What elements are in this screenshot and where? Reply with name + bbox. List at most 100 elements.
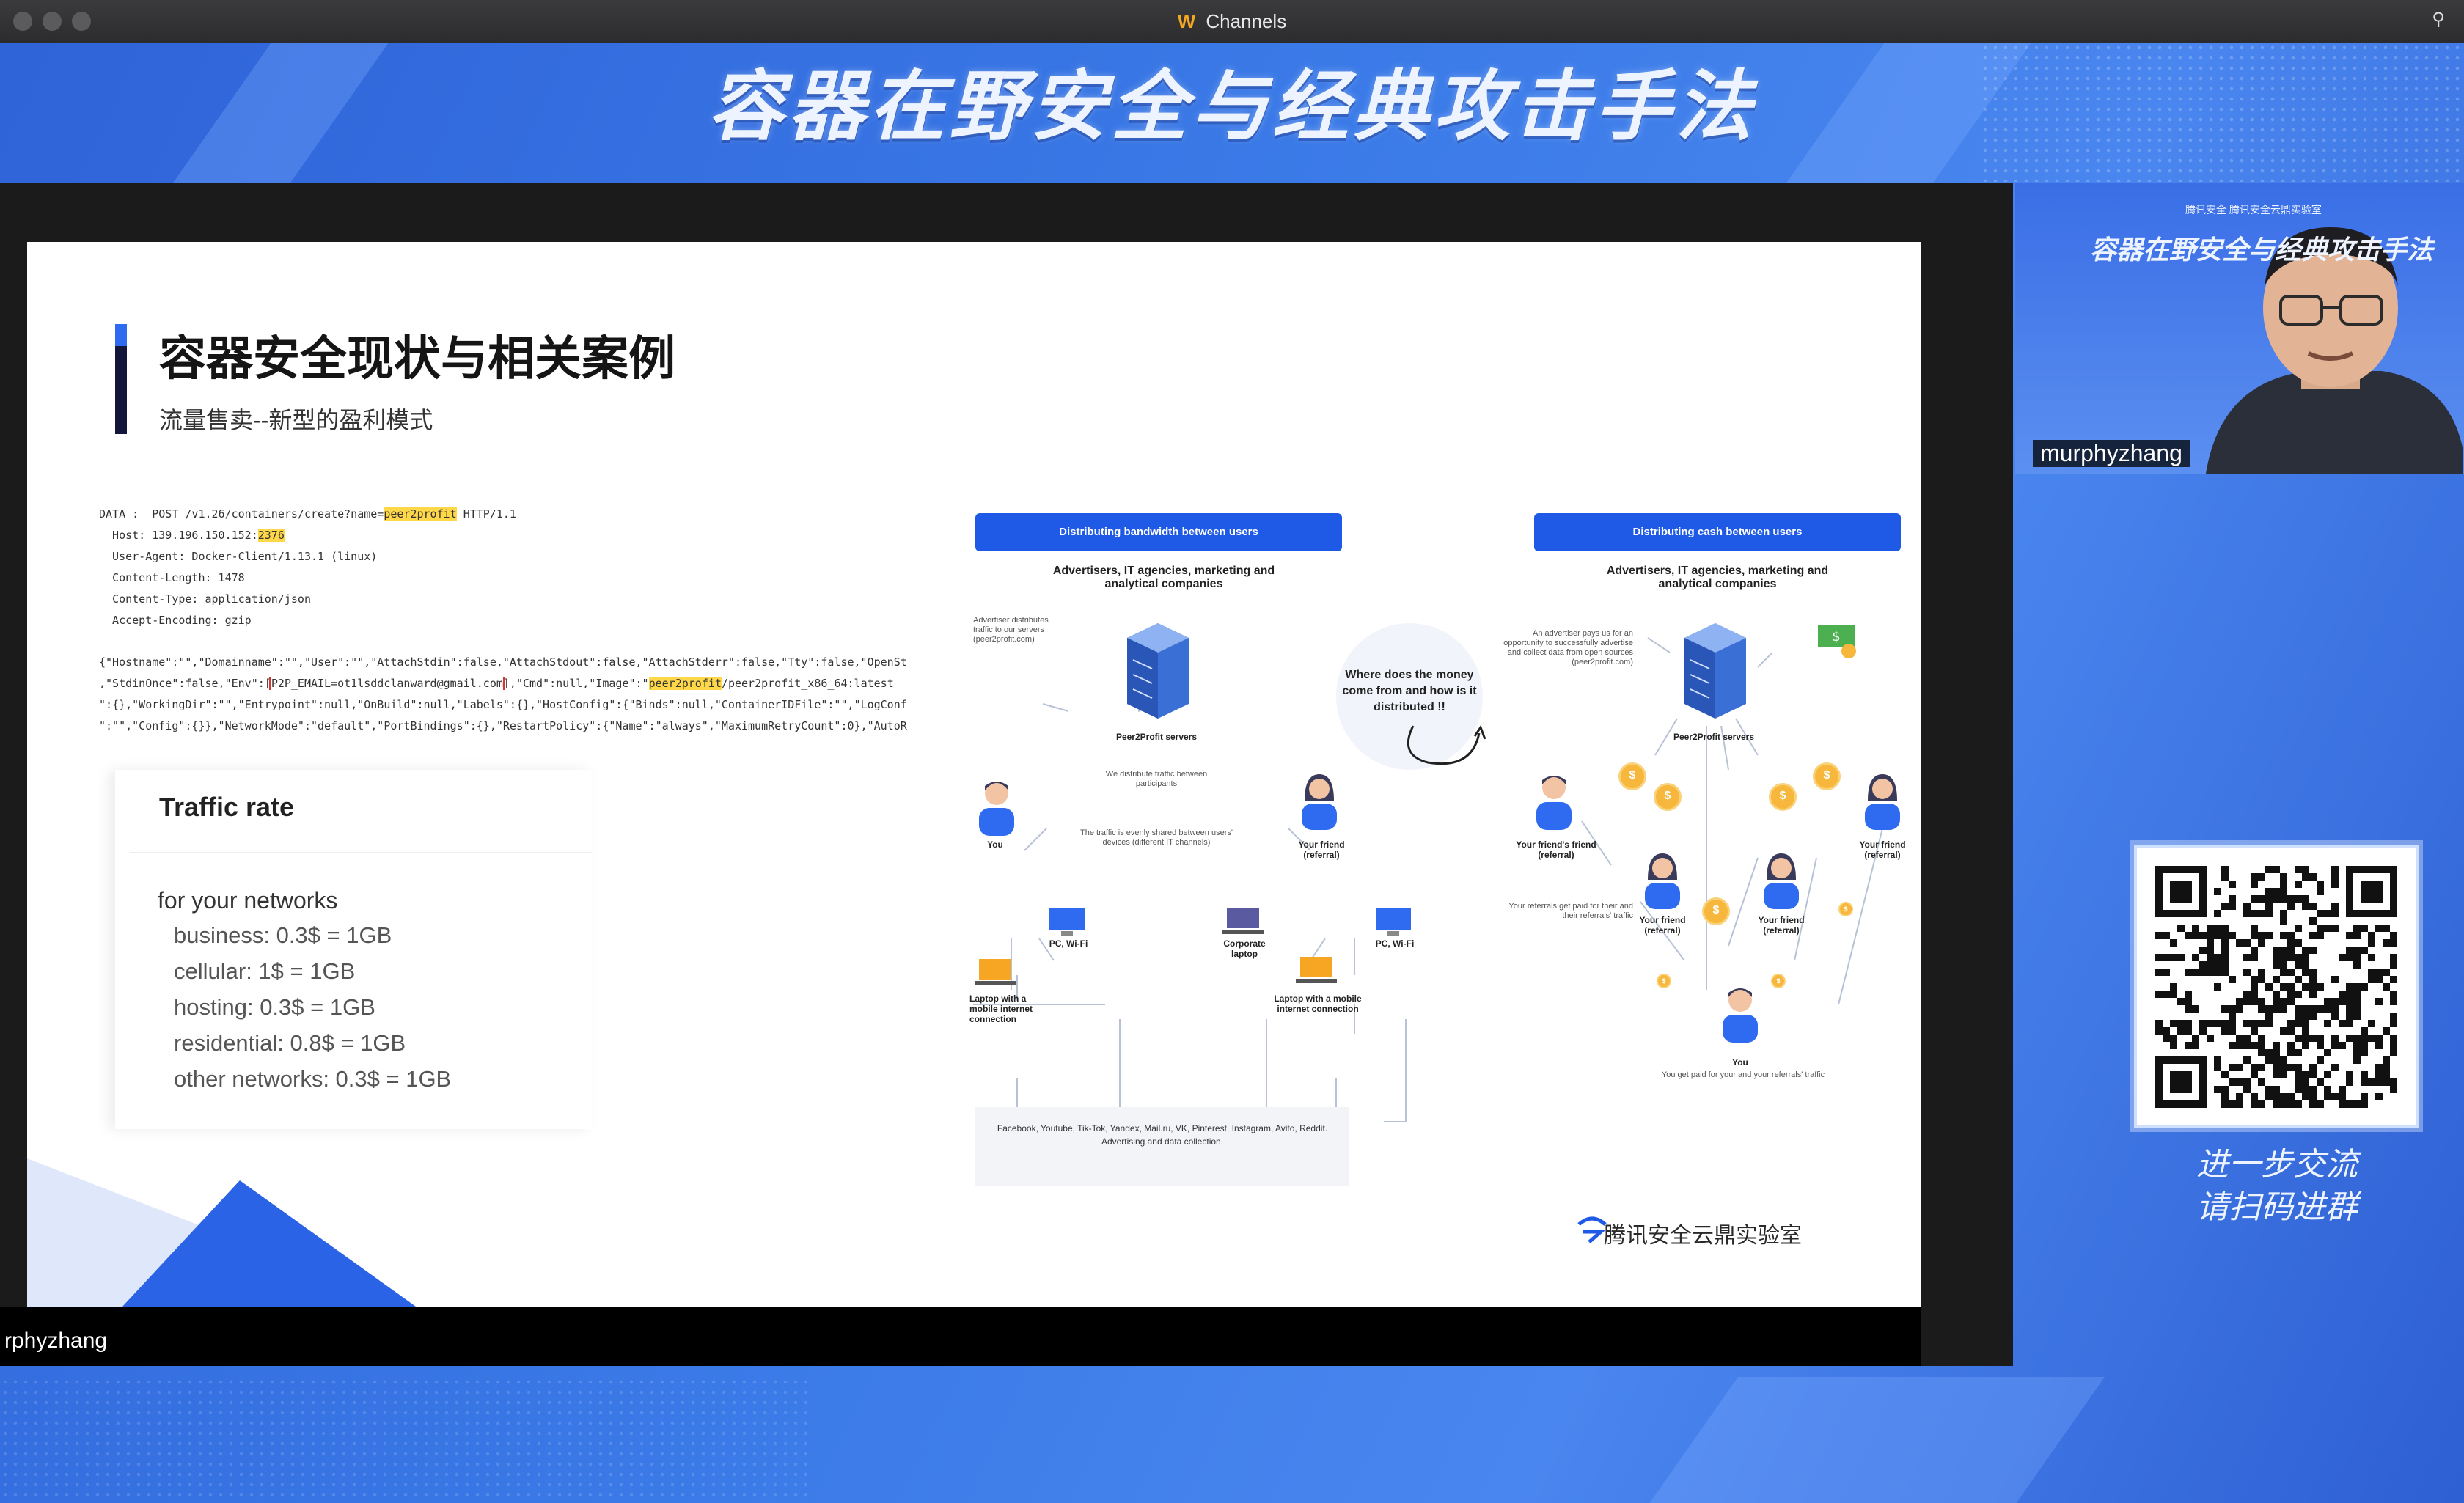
rate-item: cellular: 1$ = 1GB	[174, 958, 356, 984]
server-label: Peer2Profit servers	[1673, 732, 1755, 742]
corporate-laptop-label: Corporate laptop	[1223, 938, 1266, 959]
coin-icon: $	[1771, 974, 1786, 988]
you-label: You	[987, 839, 1003, 850]
env-email-highlight: P2P_EMAIL=ot1lsddclanward@gmail.com	[268, 677, 505, 690]
corporate-laptop-icon	[1222, 908, 1264, 934]
coin-icon: $	[1618, 762, 1646, 790]
bandwidth-diagram-header: Distributing bandwidth between users	[975, 513, 1342, 551]
qr-caption-line: 请扫码进群	[2196, 1189, 2358, 1225]
money-icon: $	[1818, 625, 1856, 658]
traffic-rate-card	[115, 770, 592, 1129]
user-friend-icon	[1764, 853, 1799, 909]
coin-icon: $	[1654, 783, 1682, 811]
code-line: Accept-Encoding: gzip	[99, 614, 252, 627]
zoom-window-button[interactable]	[72, 12, 91, 31]
json-line: ":"","Config":{}},"NetworkMode":"default…	[99, 719, 907, 732]
webcam-logos: 腾讯安全 腾讯安全云鼎实验室	[2185, 204, 2322, 216]
companies-label: Advertisers, IT agencies, marketing and …	[1606, 565, 1829, 590]
code-line: Content-Type: application/json	[99, 592, 311, 606]
decor-triangle	[122, 1180, 416, 1307]
code-line: Content-Length: 1478	[99, 571, 245, 584]
slide-accent-bar	[115, 324, 127, 434]
laptop-mobile-label: Laptop with a mobile internet connection	[969, 993, 1033, 1024]
user-friend-icon	[1302, 774, 1337, 830]
qr-caption: 进一步交流请扫码进群	[2134, 1144, 2420, 1229]
laptop-icon	[1296, 957, 1337, 983]
rate-item: other networks: 0.3$ = 1GB	[174, 1066, 452, 1092]
traffic-rate-title: Traffic rate	[159, 792, 295, 822]
friend-label: Your friend (referral)	[1758, 915, 1805, 936]
you-paid-note: You get paid for your and your referrals…	[1661, 1070, 1825, 1079]
user-friend-icon	[1865, 774, 1900, 830]
pin-icon[interactable]: ⚲	[2432, 10, 2445, 29]
tencent-cloud-logo-icon	[1577, 1216, 1607, 1243]
brand-label: 腾讯安全云鼎实验室	[1604, 1224, 1802, 1248]
coin-icon: $	[1657, 974, 1671, 988]
svg-text:$: $	[1832, 629, 1840, 644]
rate-item: residential: 0.8$ = 1GB	[174, 1030, 406, 1056]
banner-title: 容器在野安全与经典攻击手法	[707, 65, 1756, 150]
json-line: ":{},"WorkingDir":"","Entrypoint":null,"…	[99, 698, 907, 711]
user-friend-icon	[1645, 853, 1680, 909]
for-networks-label: for your networks	[158, 887, 338, 914]
qr-code[interactable]	[2134, 845, 2419, 1128]
decor-stripe	[1635, 1377, 2105, 1503]
friend-label: Your friend (referral)	[1859, 839, 1906, 860]
decor-dots	[0, 1377, 807, 1502]
code-line: Host: 139.196.150.152:2376	[99, 529, 285, 542]
code-line: User-Agent: Docker-Client/1.13.1 (linux)	[99, 550, 378, 563]
qr-code-image	[2155, 866, 2397, 1108]
slide-title: 容器安全现状与相关案例	[159, 332, 675, 385]
close-window-button[interactable]	[13, 12, 32, 31]
rate-item: hosting: 0.3$ = 1GB	[174, 994, 375, 1020]
user-you-icon	[1723, 988, 1758, 1043]
bubble-text: Where does the money come from and how i…	[1342, 669, 1477, 713]
user-friends-friend-icon	[1536, 776, 1572, 830]
json-line: {"Hostname":"","Domainname":"","User":""…	[99, 655, 907, 669]
rate-item: business: 0.3$ = 1GB	[174, 922, 392, 948]
advertiser-note: An advertiser pays us for an opportunity…	[1503, 629, 1633, 666]
friend-label: Your friend (referral)	[1639, 915, 1686, 936]
shared-note: The traffic is evenly shared between use…	[1080, 828, 1233, 847]
slide-accent-bar-top	[115, 324, 127, 346]
coin-icon: $	[1702, 897, 1730, 925]
webcam-banner-title: 容器在野安全与经典攻击手法	[2090, 235, 2434, 265]
user-you-icon	[979, 782, 1014, 836]
distribute-note: We distribute traffic between participan…	[1105, 770, 1208, 788]
cash-diagram-header: Distributing cash between users	[1534, 513, 1901, 551]
webcam-panel	[2015, 183, 2464, 474]
pc-label: PC, Wi-Fi	[1375, 938, 1415, 949]
advertiser-note: Advertiser distributes traffic to our se…	[973, 616, 1049, 644]
channels-logo-icon: W	[1177, 10, 1196, 32]
presenter-video	[2206, 227, 2463, 474]
coin-icon: $	[1838, 902, 1853, 916]
friends-friend-label: Your friend's friend (referral)	[1516, 839, 1596, 860]
cash-diagram-arrows	[1581, 637, 1883, 1005]
platforms-footer: Facebook, Youtube, Tik-Tok, Yandex, Mail…	[975, 1107, 1349, 1186]
referral-note: Your referrals get paid for their and th…	[1508, 902, 1633, 920]
companies-label: Advertisers, IT agencies, marketing and …	[1052, 565, 1275, 590]
window-title: W Channels	[0, 0, 2464, 43]
window-title-text: Channels	[1206, 10, 1287, 32]
presenter-strip	[0, 1307, 1921, 1366]
decor-dots	[1980, 43, 2464, 182]
curved-arrow-icon	[1407, 724, 1486, 765]
friend-label: Your friend (referral)	[1298, 839, 1345, 860]
coin-icon: $	[1769, 783, 1797, 811]
webcam-name-tag: murphyzhang	[2033, 440, 2190, 467]
laptop-icon	[975, 959, 1016, 985]
minimize-window-button[interactable]	[43, 12, 62, 31]
server-icon	[1127, 623, 1189, 719]
pc-icon	[1049, 908, 1085, 936]
you-label: You	[1732, 1057, 1748, 1067]
json-line: ,"StdinOnce":false,"Env":[P2P_EMAIL=ot1l…	[99, 677, 894, 690]
pc-icon	[1376, 908, 1411, 936]
pc-label: PC, Wi-Fi	[1049, 938, 1088, 949]
qr-caption-line: 进一步交流	[2196, 1147, 2358, 1183]
server-label: Peer2Profit servers	[1115, 732, 1198, 742]
presentation-slide: 容器安全现状与相关案例 流量售卖--新型的盈利模式 DATA : POST /v…	[27, 242, 1921, 1307]
slide-subtitle: 流量售卖--新型的盈利模式	[159, 407, 433, 433]
presenter-name-tag: rphyzhang	[0, 1329, 112, 1353]
divider	[130, 852, 592, 853]
coin-icon: $	[1813, 762, 1841, 790]
